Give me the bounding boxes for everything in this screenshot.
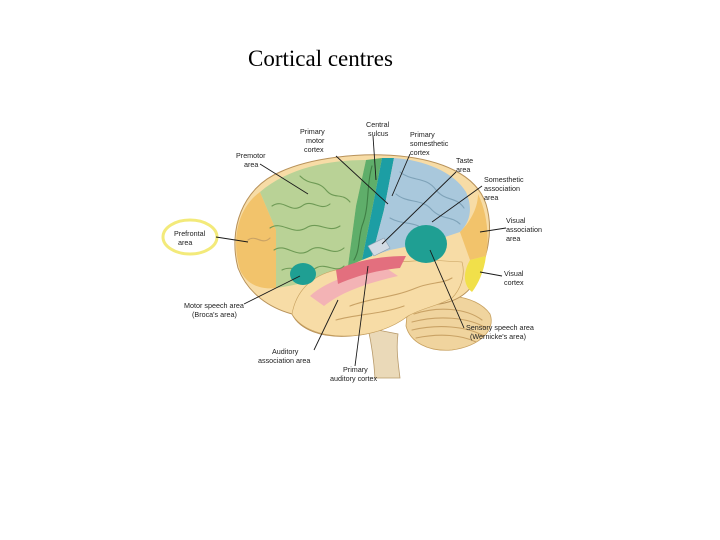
primary-motor-label: Primary [300,127,325,136]
central-sulcus-label-2: sulcus [368,129,389,138]
primary-auditory-region [336,256,406,284]
somesthetic-label: Primary [410,130,435,139]
wernicke-label: Sensory speech area [466,323,534,332]
primary-motor-label-3: cortex [304,145,324,154]
brain-stem [367,327,401,379]
visual-association-region [460,194,488,260]
visual-association-label: Visual [506,216,526,225]
taste-label: Taste [456,156,473,165]
somesthetic-label-2: somesthetic [410,139,449,148]
prefrontal-label-2: area [178,238,192,247]
prefrontal-label: Prefrontal [174,229,206,238]
visual-cortex-label: Visual [504,269,524,278]
gyri-lines [247,165,465,321]
premotor-label-2: area [244,160,258,169]
primary-motor-region [348,158,382,266]
primary-auditory-label: Primary [343,365,368,374]
brain-diagram: Premotor area Primary motor cortex Centr… [160,110,560,390]
leader-lines [215,135,507,367]
wernicke-area [405,225,447,263]
taste-label-2: area [456,165,470,174]
cerebellum [405,295,492,351]
premotor-region [260,160,366,288]
brain-diagram-svg: Premotor area Primary motor cortex Centr… [161,120,542,383]
prefrontal-region [236,192,276,289]
primary-motor-label-2: motor [306,136,325,145]
wernicke-label-2: (Wernicke's area) [470,332,526,341]
broca-area [290,263,316,285]
premotor-label: Premotor [236,151,266,160]
taste-area [367,237,391,257]
visual-association-label-3: area [506,234,520,243]
central-sulcus-region [362,158,394,260]
somesthetic-association-label: Somesthetic [484,175,524,184]
somesthetic-association-label-2: association [484,184,520,193]
auditory-association-label: Auditory [272,347,299,356]
slide-title: Cortical centres [248,46,393,71]
somesthetic-association-label-3: area [484,193,498,202]
broca-label-2: (Broca's area) [192,310,237,319]
somesthetic-label-3: cortex [410,148,430,157]
broca-label: Motor speech area [184,301,244,310]
visual-cortex-label-2: cortex [504,278,524,287]
auditory-association-label-2: association area [258,356,310,365]
visual-cortex-region [464,256,486,292]
primary-auditory-label-2: auditory cortex [330,374,378,383]
visual-association-label-2: association [506,225,542,234]
auditory-association-region [310,268,398,306]
central-sulcus-label: Central [366,120,390,129]
